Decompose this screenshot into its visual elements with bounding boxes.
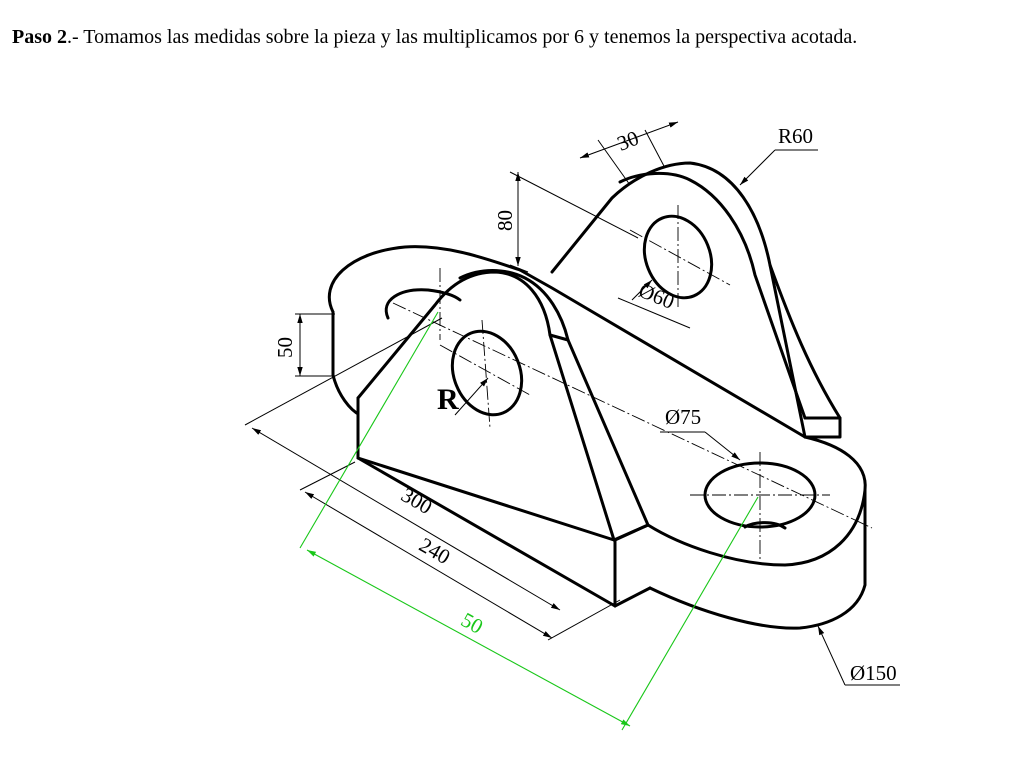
base-front-bottom — [613, 586, 652, 608]
dim-300-text: 300 — [397, 483, 436, 520]
back-ear-face — [550, 161, 807, 439]
dim-30-line — [579, 121, 679, 159]
right-boss-front-top — [646, 488, 867, 567]
dim-r60-leader — [739, 149, 776, 186]
left-boss-side — [331, 310, 362, 417]
dim-r-text: R — [437, 383, 459, 416]
front-ear-seam — [548, 333, 570, 342]
dim-80-text: 80 — [493, 210, 517, 231]
axis-front-ear-v — [481, 319, 491, 429]
dim-r-leader — [454, 377, 489, 416]
dim-d150-text: Ø150 — [850, 661, 897, 685]
axis-lines — [392, 205, 873, 560]
center-ridge — [518, 268, 807, 439]
left-boss-top — [327, 245, 522, 314]
back-ear-right-top — [768, 263, 842, 420]
front-ear-depth — [458, 269, 650, 542]
dim-r60-text: R60 — [778, 124, 813, 148]
dim-50-green-line — [306, 549, 631, 727]
dim-d60-text: Ø60 — [635, 278, 678, 314]
dimensions: 30 R60 80 50 Ø60 Ø75 R 300 240 — [244, 121, 900, 686]
step-label: Paso 2 — [12, 26, 67, 48]
dim-30-text: 30 — [614, 126, 642, 156]
front-ear-hole — [450, 329, 524, 417]
dim-240-text: 240 — [415, 533, 454, 570]
axis-back-ear — [629, 229, 731, 286]
bottom-hole-depth — [743, 521, 787, 530]
right-boss-side — [648, 488, 867, 630]
front-ear-face — [356, 270, 616, 542]
back-ear — [518, 161, 842, 439]
step-description: .- Tomamos las medidas sobre la pieza y … — [67, 26, 858, 48]
dim-50-text: 50 — [273, 337, 297, 358]
dim-d150-leader — [817, 625, 846, 686]
back-ear-hole — [642, 214, 714, 300]
back-ear-right-side — [803, 416, 842, 439]
dim-d75-leader — [704, 431, 741, 461]
back-ear-inner — [618, 171, 807, 420]
axis-main — [392, 302, 873, 529]
dim-d60-leader — [631, 279, 653, 301]
right-boss-top — [803, 435, 867, 492]
axis-front-ear — [439, 344, 531, 396]
left-boss-hole — [384, 288, 462, 320]
dim-d75-text: Ø75 — [665, 405, 701, 429]
page-heading: Paso 2.- Tomamos las medidas sobre la pi… — [12, 26, 857, 49]
